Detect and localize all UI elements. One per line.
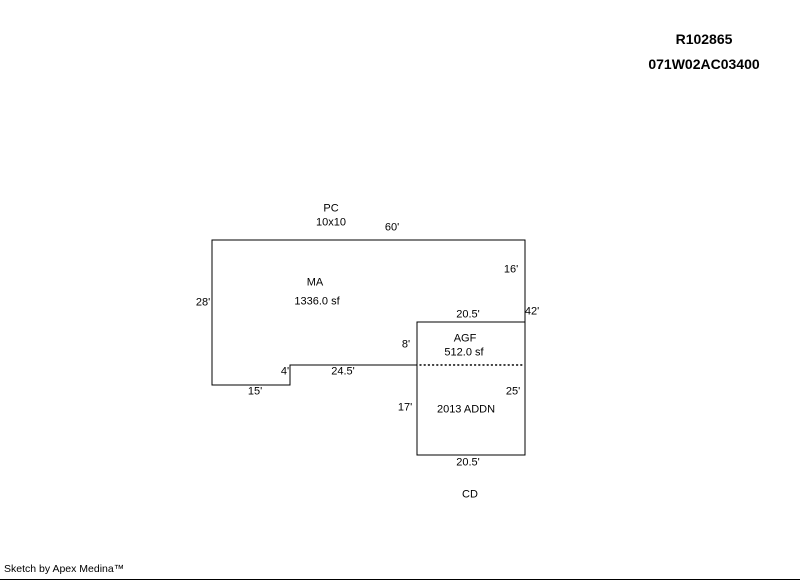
dim-step: 4' xyxy=(280,365,290,378)
agf-sqft: 512.0 sf xyxy=(444,346,484,359)
main-area-sqft: 1336.0 sf xyxy=(294,295,340,308)
addition-label: 2013 ADDN xyxy=(436,403,496,416)
addition-outline xyxy=(416,321,526,456)
parcel-id-primary: R102865 xyxy=(675,31,733,47)
pc-dimensions: 10x10 xyxy=(316,216,346,229)
sketch-watermark: Sketch by Apex Medina™ xyxy=(4,563,125,575)
dim-top-width: 60' xyxy=(384,221,400,234)
main-area-label: MA xyxy=(306,276,324,289)
dim-agf-top-width: 20.5' xyxy=(456,308,480,321)
pc-label: PC xyxy=(323,202,339,215)
cd-label: CD xyxy=(462,488,478,501)
dim-bottom-mid: 24.5' xyxy=(331,365,355,378)
dim-addn-left: 17' xyxy=(397,401,413,414)
dim-left-height: 28' xyxy=(195,296,211,309)
dim-agf-bottom: 20.5' xyxy=(456,456,480,469)
bottom-divider-line xyxy=(0,579,800,580)
dim-agf-left-upper: 8' xyxy=(401,338,411,351)
dim-right-upper: 16' xyxy=(503,263,519,276)
dim-right-total: 42' xyxy=(524,305,540,318)
dim-bottom-left: 15' xyxy=(247,385,263,398)
agf-label: AGF xyxy=(453,332,477,345)
dim-agf-right-lower: 25' xyxy=(505,385,521,398)
parcel-id-secondary: 071W02AC03400 xyxy=(648,56,760,72)
